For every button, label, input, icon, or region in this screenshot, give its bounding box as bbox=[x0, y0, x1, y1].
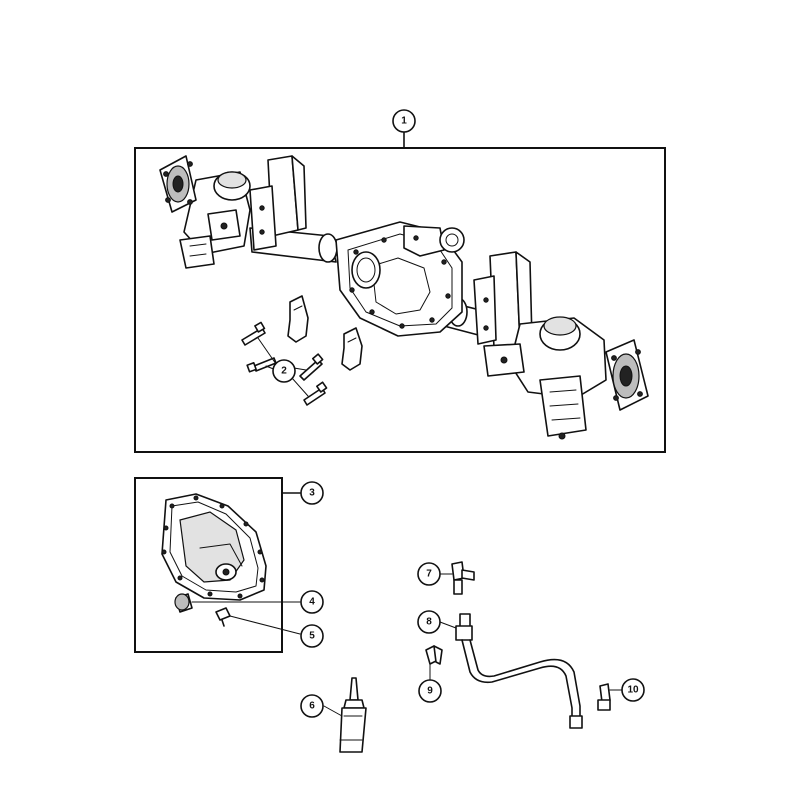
bolts-and-caps-drawing bbox=[241, 295, 363, 406]
differential-cover-drawing bbox=[161, 493, 267, 601]
svg-text:8: 8 bbox=[426, 617, 432, 628]
svg-text:9: 9 bbox=[427, 686, 433, 697]
sealant-tube-drawing bbox=[323, 677, 367, 753]
callout-10: 10 bbox=[621, 678, 645, 702]
callout-8: 8 bbox=[417, 610, 441, 634]
callout-2: 2 bbox=[272, 359, 296, 383]
axle-assembly-frame bbox=[134, 147, 666, 453]
axle-assembly-drawing bbox=[159, 155, 649, 440]
callout-9: 9 bbox=[418, 679, 442, 703]
svg-text:2: 2 bbox=[281, 366, 287, 377]
cover-kit-frame bbox=[134, 477, 283, 653]
callout-3: 3 bbox=[300, 481, 324, 505]
vent-connector-drawing bbox=[597, 683, 623, 711]
svg-text:1: 1 bbox=[401, 116, 407, 127]
vent-fitting-drawing bbox=[439, 561, 475, 595]
hose-clamp-drawing bbox=[425, 645, 443, 681]
vent-hose-drawing bbox=[439, 613, 583, 729]
callout-1: 1 bbox=[392, 109, 416, 133]
svg-text:6: 6 bbox=[309, 701, 315, 712]
fill-plug-drawing bbox=[174, 593, 301, 613]
svg-text:7: 7 bbox=[426, 569, 432, 580]
svg-text:3: 3 bbox=[309, 488, 315, 499]
svg-text:10: 10 bbox=[627, 685, 639, 696]
callout-6: 6 bbox=[300, 694, 324, 718]
svg-text:4: 4 bbox=[309, 597, 315, 608]
cover-bolt-drawing bbox=[215, 607, 301, 635]
callout-4: 4 bbox=[300, 590, 324, 614]
callout-7: 7 bbox=[417, 562, 441, 586]
svg-text:5: 5 bbox=[309, 631, 315, 642]
callout-5: 5 bbox=[300, 624, 324, 648]
